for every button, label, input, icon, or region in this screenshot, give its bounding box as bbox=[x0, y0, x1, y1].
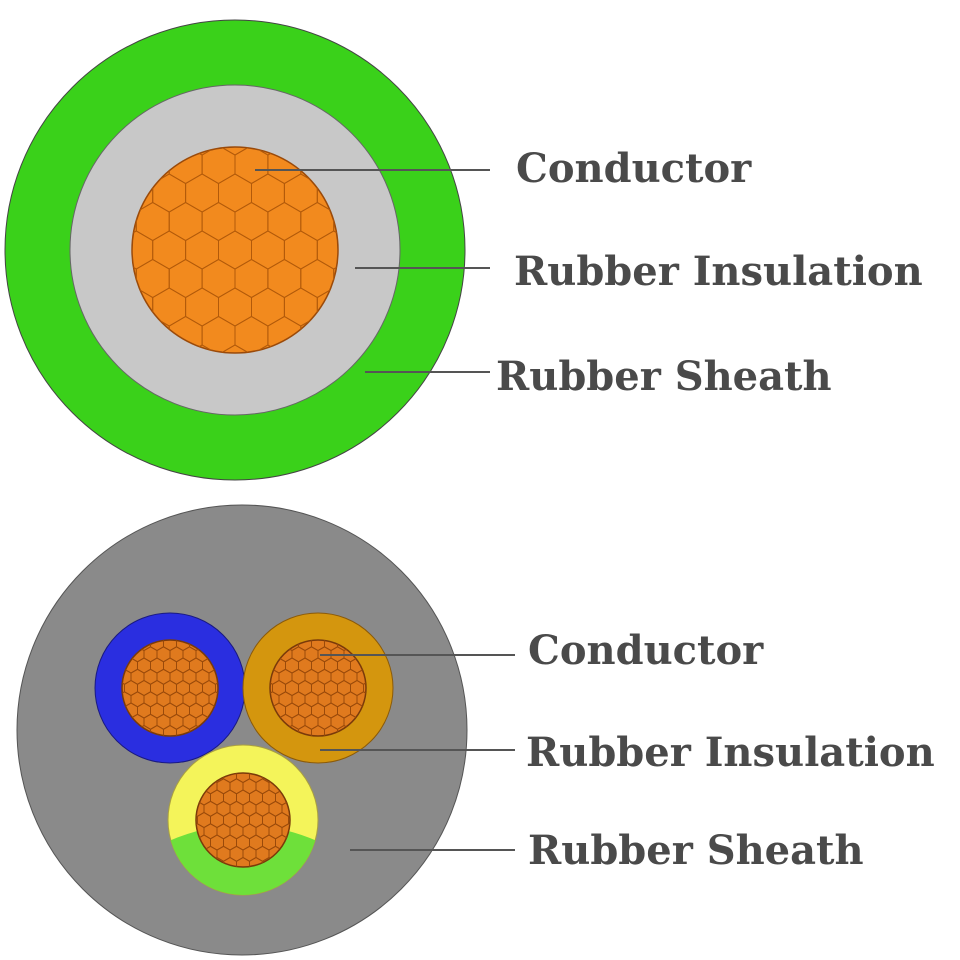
strand-hexagon bbox=[185, 344, 219, 353]
strand-hexagon bbox=[176, 724, 190, 736]
label-sc-sheath: Rubber Sheath bbox=[496, 353, 832, 400]
label-sc-conductor: Conductor bbox=[516, 145, 752, 192]
strand-hexagon bbox=[249, 856, 263, 867]
strand-hexagon bbox=[218, 344, 252, 353]
label-tc-conductor: Conductor bbox=[528, 627, 764, 674]
three-core-core-brown bbox=[242, 612, 394, 764]
three-core-core-yellow-green bbox=[167, 744, 319, 896]
strand-hexagon bbox=[324, 724, 338, 736]
label-tc-insulation: Rubber Insulation bbox=[526, 729, 935, 776]
three-core-cable bbox=[16, 504, 468, 956]
strand-hexagon bbox=[285, 724, 299, 736]
three-core-sheath bbox=[16, 504, 468, 956]
strand-hexagon bbox=[223, 856, 237, 867]
strand-hexagon bbox=[210, 856, 224, 867]
strand-hexagon bbox=[311, 724, 325, 736]
strand-hexagon bbox=[298, 724, 312, 736]
strand-hexagon bbox=[251, 344, 285, 353]
three-core-core-blue bbox=[94, 612, 246, 764]
strand-hexagon bbox=[189, 724, 203, 736]
strand-hexagon bbox=[137, 724, 151, 736]
strand-hexagon bbox=[236, 856, 250, 867]
strand-hexagon bbox=[163, 724, 177, 736]
leader-lines bbox=[255, 169, 515, 851]
three-core-strands-yellow bbox=[196, 773, 290, 867]
strand-hexagon bbox=[150, 724, 164, 736]
label-tc-sheath: Rubber Sheath bbox=[528, 827, 864, 874]
single-core-cable bbox=[4, 19, 466, 481]
strand-hexagon bbox=[262, 856, 276, 867]
strand-hexagon bbox=[337, 724, 351, 736]
three-core-strands-brown bbox=[270, 640, 366, 736]
label-sc-insulation: Rubber Insulation bbox=[514, 248, 923, 295]
